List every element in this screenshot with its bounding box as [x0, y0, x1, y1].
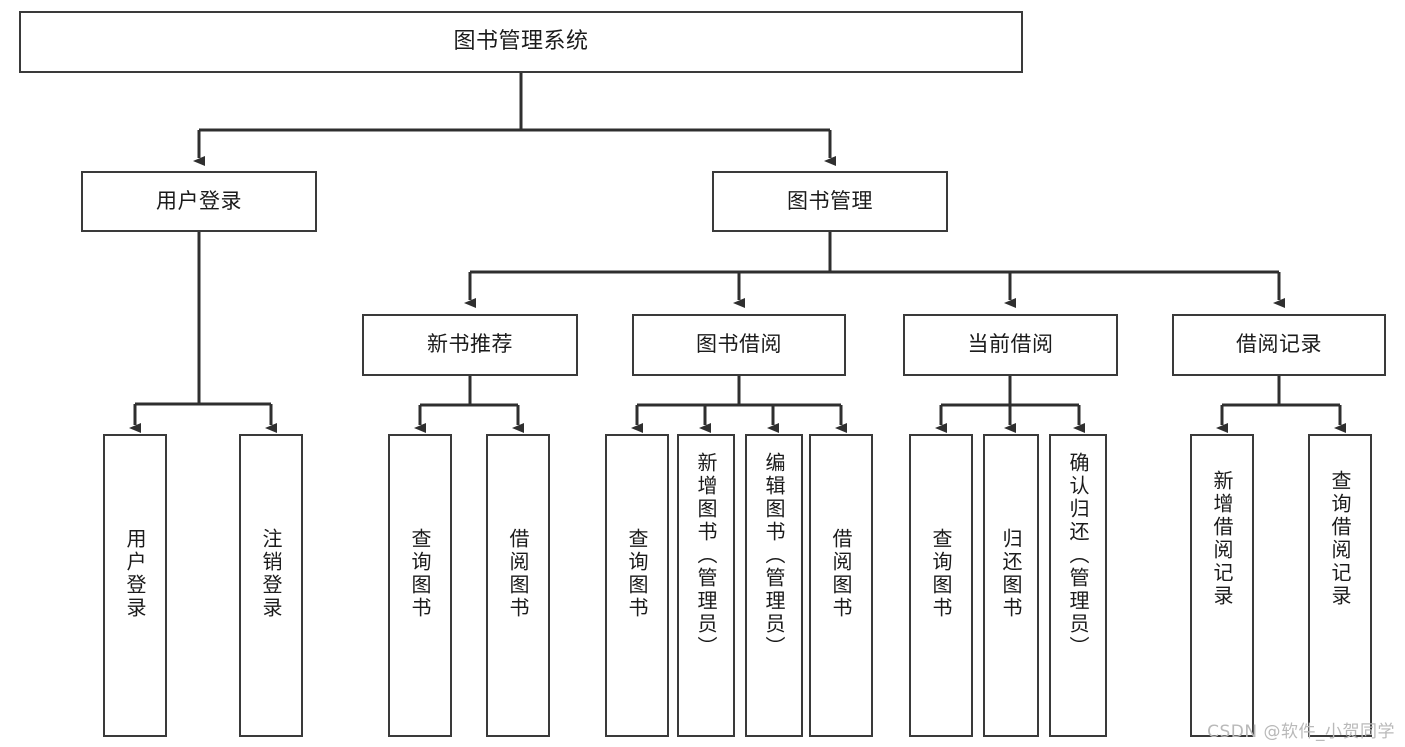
node-user-login-label: 用户登录	[156, 188, 242, 213]
node-new-book-recommend[interactable]: 新书推荐	[362, 314, 578, 376]
node-leaf-borrow-book-2-label: 借阅图书	[829, 528, 853, 620]
node-leaf-add-borrow-record-label: 新增借阅记录	[1210, 470, 1234, 608]
node-book-management-label: 图书管理	[787, 188, 873, 213]
node-book-borrow[interactable]: 图书借阅	[632, 314, 846, 376]
node-leaf-query-book-3[interactable]: 查询图书	[909, 434, 973, 737]
node-leaf-return-book[interactable]: 归还图书	[983, 434, 1039, 737]
node-root-label: 图书管理系统	[453, 28, 589, 54]
node-book-management[interactable]: 图书管理	[712, 171, 948, 232]
node-leaf-edit-book-admin[interactable]: 编辑图书（管理员）	[745, 434, 803, 737]
node-root[interactable]: 图书管理系统	[19, 11, 1023, 73]
node-leaf-query-borrow-record-label: 查询借阅记录	[1328, 470, 1352, 608]
node-leaf-borrow-book-1[interactable]: 借阅图书	[486, 434, 550, 737]
node-leaf-query-book-3-label: 查询图书	[929, 528, 953, 620]
node-leaf-confirm-return-admin[interactable]: 确认归还（管理员）	[1049, 434, 1107, 737]
node-leaf-query-book-1-label: 查询图书	[408, 528, 432, 620]
node-borrow-record[interactable]: 借阅记录	[1172, 314, 1386, 376]
node-current-borrow[interactable]: 当前借阅	[903, 314, 1118, 376]
node-leaf-add-borrow-record[interactable]: 新增借阅记录	[1190, 434, 1254, 737]
node-leaf-query-book-2-label: 查询图书	[625, 528, 649, 620]
node-leaf-query-book-1[interactable]: 查询图书	[388, 434, 452, 737]
node-leaf-edit-book-admin-label: 编辑图书（管理员）	[762, 452, 786, 659]
node-leaf-user-login-label: 用户登录	[123, 528, 147, 620]
node-leaf-return-book-label: 归还图书	[999, 528, 1023, 620]
node-leaf-add-book-admin[interactable]: 新增图书（管理员）	[677, 434, 735, 737]
node-leaf-logout[interactable]: 注销登录	[239, 434, 303, 737]
watermark-text: CSDN @软件_小贺同学	[1207, 722, 1395, 742]
node-leaf-query-book-2[interactable]: 查询图书	[605, 434, 669, 737]
node-borrow-record-label: 借阅记录	[1236, 332, 1322, 357]
node-leaf-borrow-book-1-label: 借阅图书	[506, 528, 530, 620]
node-leaf-query-borrow-record[interactable]: 查询借阅记录	[1308, 434, 1372, 737]
node-leaf-user-login[interactable]: 用户登录	[103, 434, 167, 737]
node-new-book-recommend-label: 新书推荐	[427, 332, 513, 357]
node-leaf-add-book-admin-label: 新增图书（管理员）	[694, 452, 718, 659]
node-leaf-logout-label: 注销登录	[259, 528, 283, 620]
node-current-borrow-label: 当前借阅	[967, 332, 1054, 357]
node-leaf-borrow-book-2[interactable]: 借阅图书	[809, 434, 873, 737]
node-book-borrow-label: 图书借阅	[696, 332, 782, 357]
node-leaf-confirm-return-admin-label: 确认归还（管理员）	[1066, 452, 1090, 659]
node-user-login[interactable]: 用户登录	[81, 171, 317, 232]
